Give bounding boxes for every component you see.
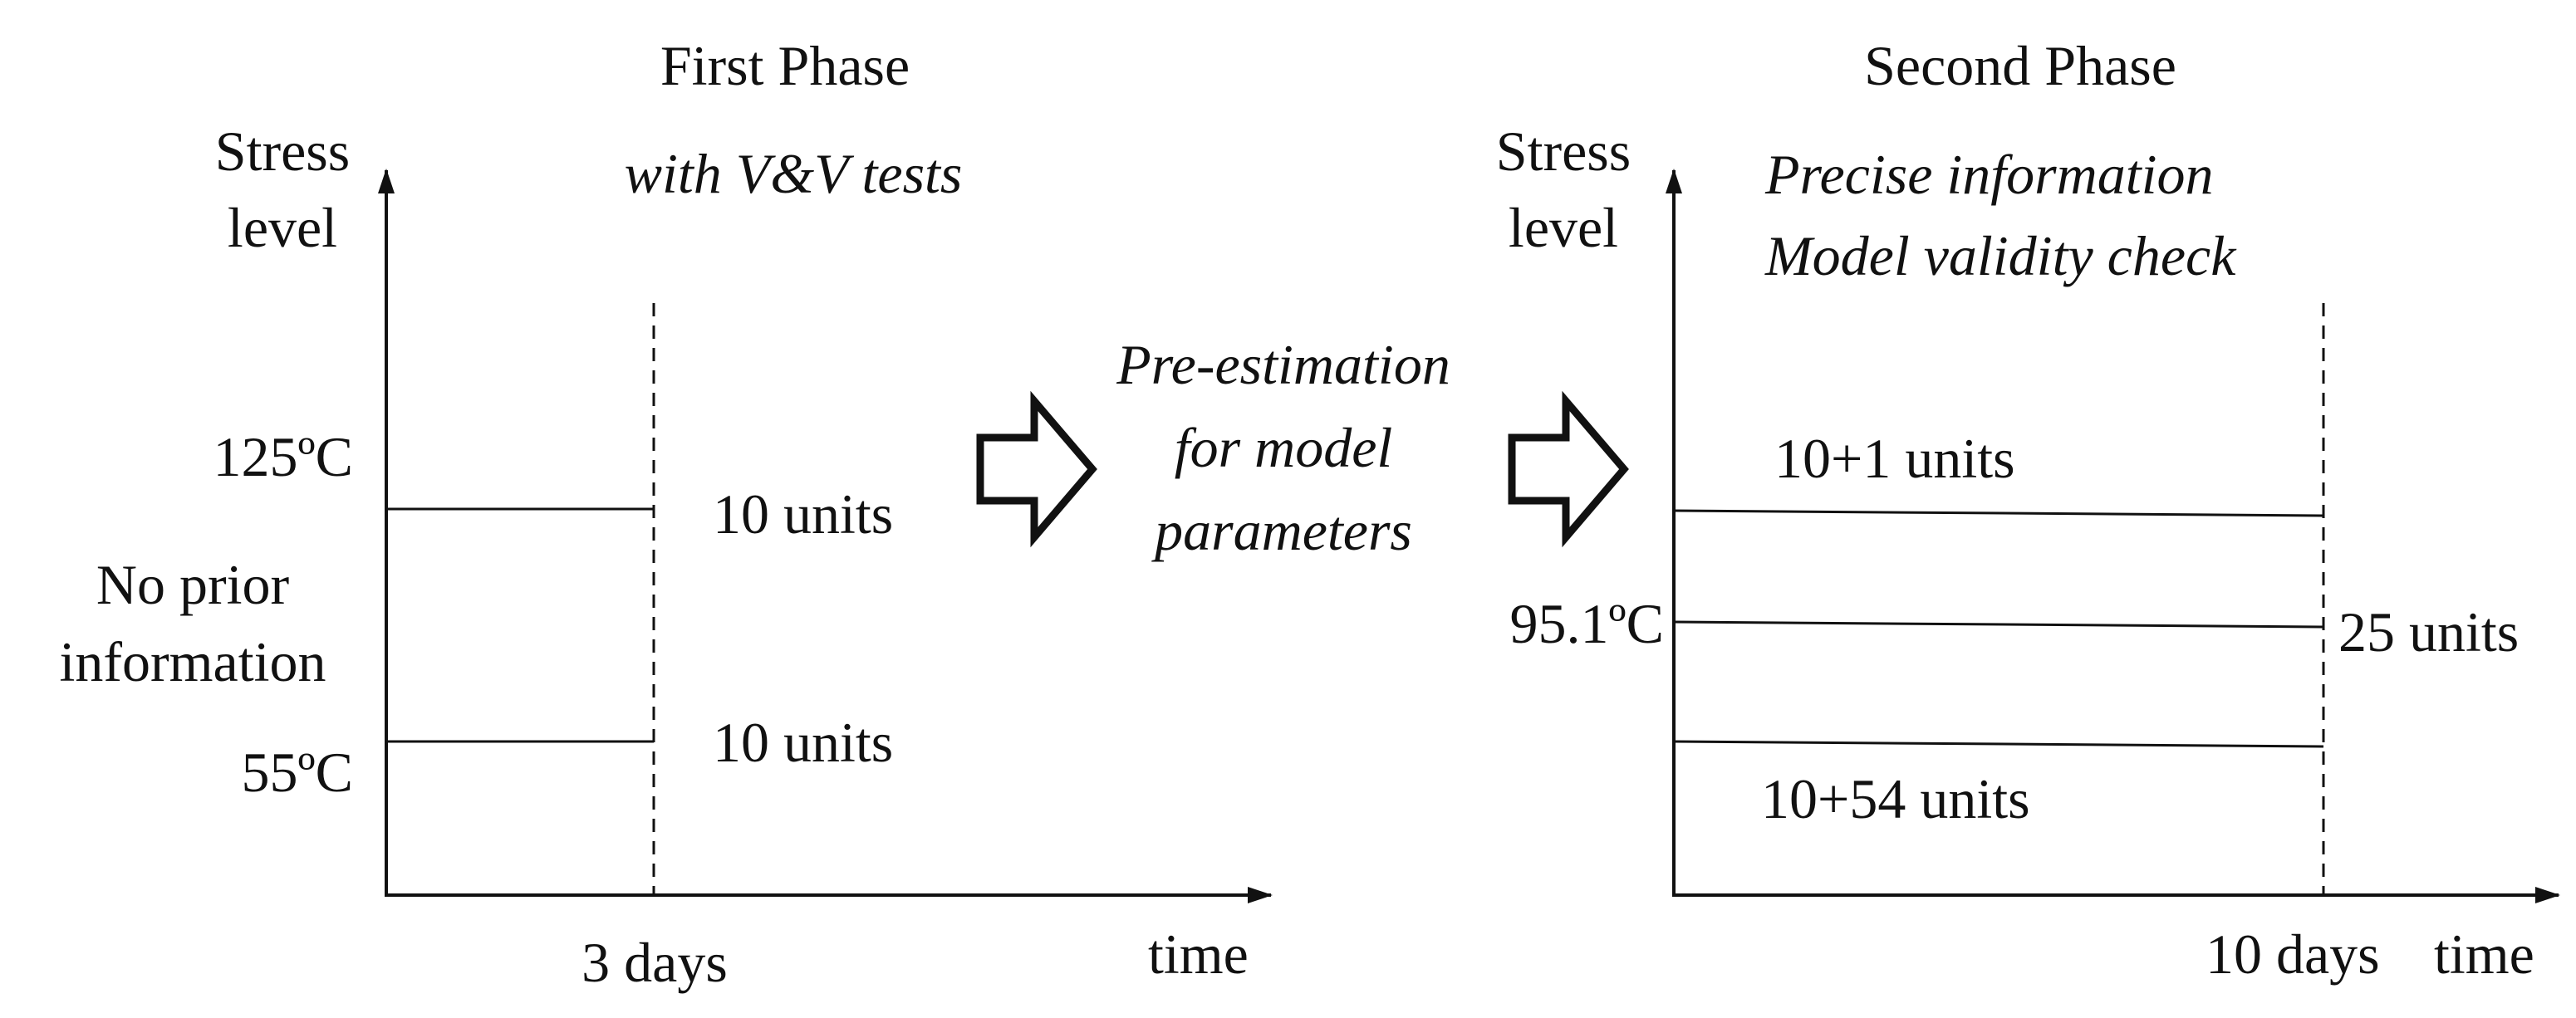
phase2-title: Second Phase [1864,34,2176,97]
phase1-units-low: 10 units [713,711,894,774]
no-prior-info-line1: No prior [96,553,290,616]
phase2-units-high: 10+1 units [1774,427,2015,490]
phase2-subtitle-line2: Model validity check [1765,224,2236,287]
phase1-x-label: time [1148,923,1249,986]
phase2-mid-stress-line [1673,620,2324,629]
phase2-units-low: 10+54 units [1761,767,2030,830]
hollow-arrow-2 [1508,390,1629,548]
phase1-title: First Phase [660,34,910,97]
hollow-arrow-1 [976,390,1097,548]
phase1-y-label-line2: level [227,196,338,259]
phase2-high-stress-line [1673,509,2324,517]
phase1-stress-high-label: 125ºC [213,425,353,488]
phase1-units-high: 10 units [713,482,894,546]
phase2-y-label-line1: Stress [1495,120,1631,183]
phase1-time-mark: 3 days [581,931,728,994]
pre-estimation-line3: parameters [1155,499,1412,562]
phase2-low-stress-line [1673,740,2324,748]
phase2-units-mid: 25 units [2338,600,2520,663]
pre-estimation-line1: Pre-estimation [1116,333,1450,396]
phase1-stress-low-label: 55ºC [241,741,353,804]
pre-estimation-line2: for model [1174,416,1393,479]
phase2-stress-mid-label: 95.1ºC [1509,592,1664,655]
phase2-y-label-line2: level [1508,196,1619,259]
phase1-y-label-line1: Stress [214,120,351,183]
phase1-subtitle: with V&V tests [624,142,963,205]
phase2-x-label: time [2434,923,2534,986]
no-prior-info-line2: information [59,630,326,693]
phase2-subtitle-line1: Precise information [1765,143,2214,206]
phase2-time-mark: 10 days [2206,923,2380,986]
